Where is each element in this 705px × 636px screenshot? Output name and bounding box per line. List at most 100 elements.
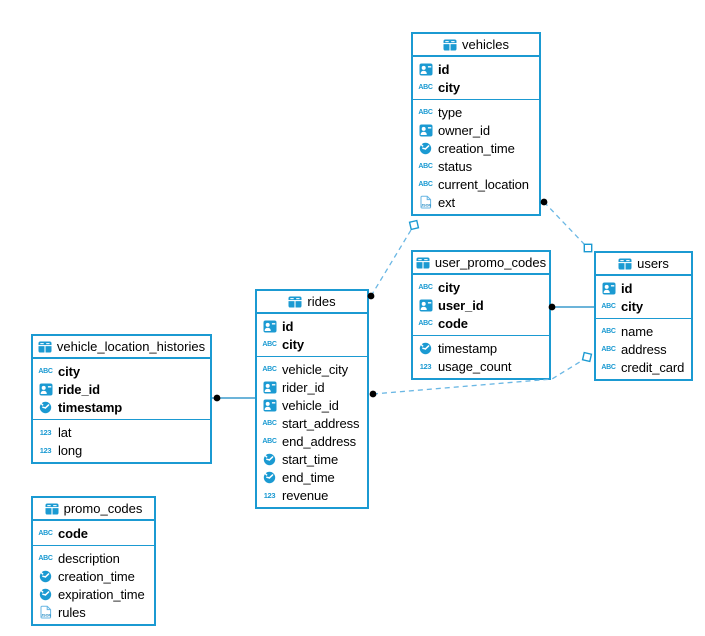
table-title: promo_codes: [63, 501, 143, 516]
column-name: rider_id: [282, 379, 325, 395]
column-name: vehicle_city: [282, 361, 348, 377]
column-row[interactable]: ABC vehicle_city: [257, 360, 367, 378]
number-icon: 123: [419, 361, 432, 371]
column-row[interactable]: timestamp: [33, 398, 210, 416]
svg-text:JSON: JSON: [421, 204, 431, 208]
time-icon: [37, 588, 54, 601]
column-name: usage_count: [438, 358, 512, 374]
column-name: lat: [58, 424, 72, 440]
column-row[interactable]: creation_time: [33, 567, 154, 585]
string-icon: ABC: [262, 340, 277, 348]
time-icon: [261, 471, 278, 484]
column-row[interactable]: id: [413, 60, 539, 78]
column-name: end_address: [282, 433, 357, 449]
uuid-icon: [261, 381, 278, 394]
string-icon: ABC: [262, 419, 277, 427]
number-icon: 123: [39, 445, 52, 455]
column-name: expiration_time: [58, 586, 145, 602]
string-icon: ABC: [601, 327, 616, 335]
column-row[interactable]: owner_id: [413, 121, 539, 139]
json-icon: JSON: [417, 195, 434, 209]
column-name: ride_id: [58, 381, 100, 397]
table-icon: [38, 341, 52, 353]
relation-vehicle_location_histories-to-rides[interactable]: [212, 394, 255, 402]
column-row[interactable]: vehicle_id: [257, 396, 367, 414]
relation-dot-endpoint: [369, 390, 377, 398]
column-row[interactable]: ride_id: [33, 380, 210, 398]
column-row[interactable]: ABC city: [413, 78, 539, 96]
column-name: city: [438, 79, 461, 95]
table-title: vehicle_location_histories: [56, 339, 206, 354]
relation-diamond-endpoint: [583, 243, 593, 253]
column-row[interactable]: id: [596, 279, 691, 297]
column-row[interactable]: creation_time: [413, 139, 539, 157]
column-row[interactable]: end_time: [257, 468, 367, 486]
column-row[interactable]: expiration_time: [33, 585, 154, 603]
string-icon: ABC: [262, 365, 277, 373]
column-name: creation_time: [438, 140, 515, 156]
time-icon: [37, 401, 54, 414]
column-row[interactable]: id: [257, 317, 367, 335]
time-icon: [37, 570, 54, 583]
uuid-icon: [417, 124, 434, 137]
number-icon: 123: [263, 490, 276, 500]
table-icon: [618, 258, 632, 270]
column-name: code: [438, 315, 468, 331]
column-name: current_location: [438, 176, 529, 192]
column-row[interactable]: timestamp: [413, 339, 549, 357]
relation-user_promo_codes-to-users[interactable]: [548, 303, 594, 311]
string-icon: ABC: [418, 162, 433, 170]
column-row[interactable]: 123 usage_count: [413, 357, 549, 375]
table-header: vehicles: [413, 34, 539, 57]
column-name: end_time: [282, 469, 335, 485]
column-row[interactable]: start_time: [257, 450, 367, 468]
uuid-icon: [417, 63, 434, 76]
column-row[interactable]: user_id: [413, 296, 549, 314]
column-name: city: [438, 279, 461, 295]
table-icon: [45, 503, 59, 515]
relation-vehicles-to-users[interactable]: [540, 198, 593, 253]
table-header: rides: [257, 291, 367, 314]
column-name: ext: [438, 194, 456, 210]
column-row[interactable]: JSON ext: [413, 193, 539, 211]
column-row[interactable]: rider_id: [257, 378, 367, 396]
uuid-icon: [261, 320, 278, 333]
svg-text:JSON: JSON: [41, 614, 51, 618]
column-name: city: [58, 363, 81, 379]
string-icon: ABC: [418, 108, 433, 116]
string-icon: ABC: [418, 319, 433, 327]
column-row[interactable]: ABC code: [413, 314, 549, 332]
string-icon: ABC: [38, 529, 53, 537]
string-icon: ABC: [418, 83, 433, 91]
